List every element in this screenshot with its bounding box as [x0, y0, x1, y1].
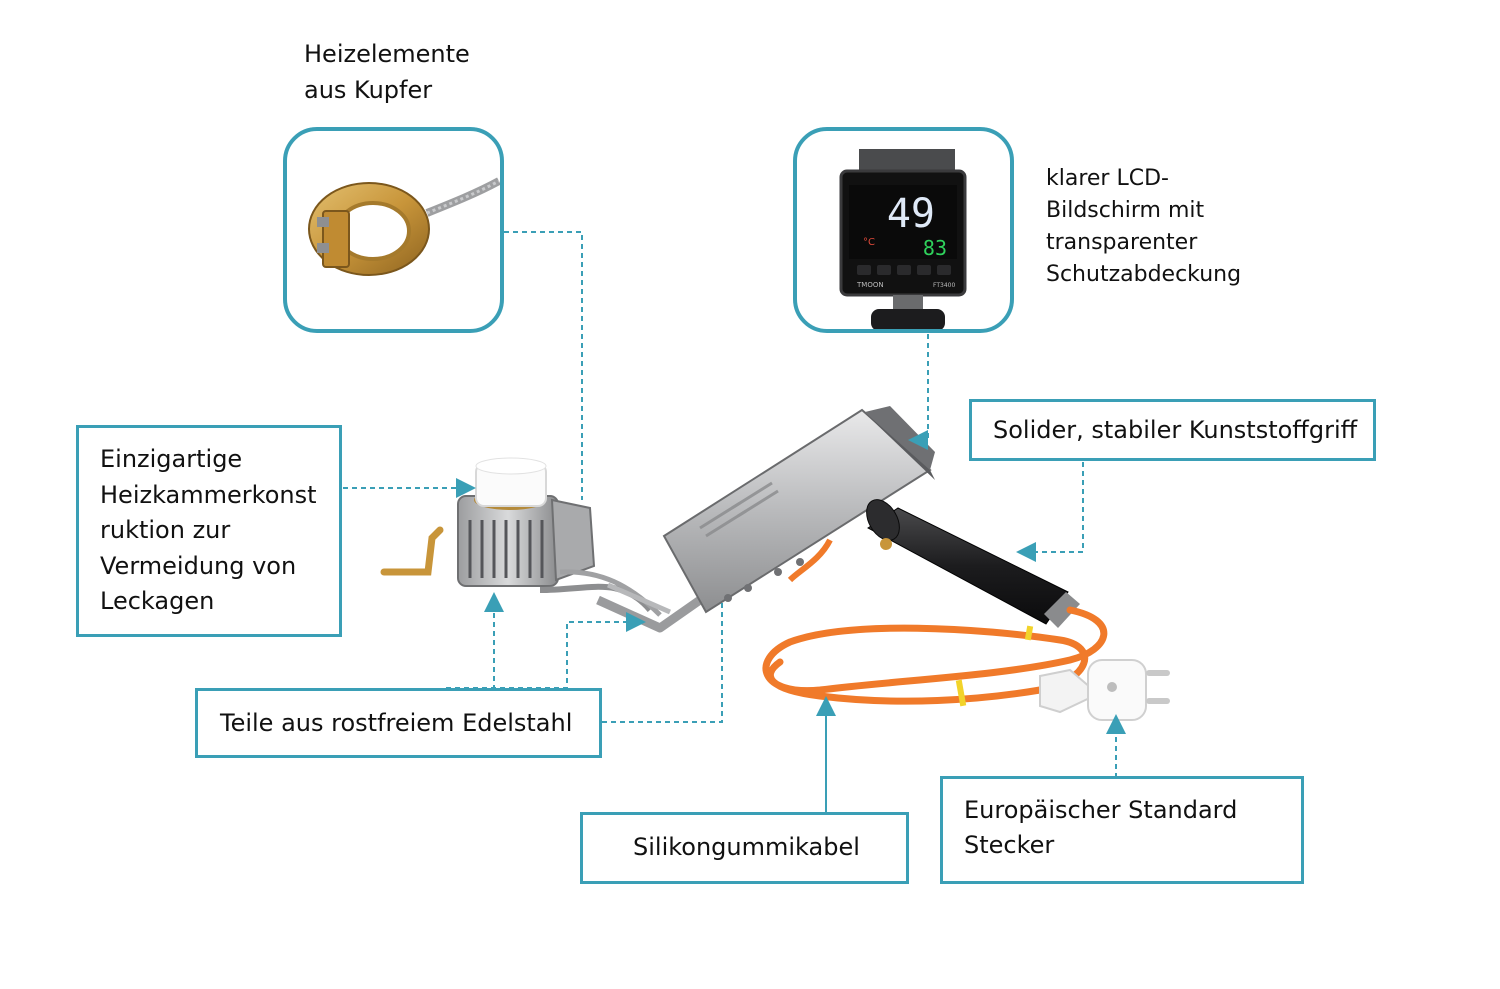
cable-label: Silikongummikabel: [633, 833, 860, 861]
connector-lcd: [908, 334, 929, 450]
grip-label: Solider, stabiler Kunststoffgriff: [993, 416, 1358, 444]
grip-box: Solider, stabiler Kunststoffgriff: [969, 399, 1376, 461]
controller-body: [662, 406, 935, 614]
display-brand: TMOON: [856, 281, 884, 289]
connector-stainless-frame: [446, 612, 646, 689]
chamber-label: Einzigartige Heizkammerkonst ruktion zur…: [100, 445, 317, 615]
connector-grip: [1016, 462, 1084, 562]
heating-elements-label: Heizelemente aus Kupfer: [304, 40, 470, 104]
heating-chamber: [380, 457, 662, 617]
plug-label: Europäischer Standard Stecker: [964, 796, 1238, 859]
chamber-box: Einzigartige Heizkammerkonst ruktion zur…: [76, 425, 342, 637]
plastic-grip: [787, 499, 1080, 628]
lcd-display-photo: 49 83 °C TMOON FT3400: [793, 127, 1014, 333]
stainless-label: Teile aus rostfreiem Edelstahl: [220, 709, 573, 737]
stainless-box: Teile aus rostfreiem Edelstahl: [195, 688, 602, 758]
display-value-sub: 83: [923, 236, 947, 260]
lcd-label: klarer LCD- Bildschirm mit transparenter…: [1046, 166, 1242, 287]
cable-box: Silikongummikabel: [580, 812, 909, 884]
connector-stainless-body: [602, 600, 723, 723]
plug-box: Europäischer Standard Stecker: [940, 776, 1304, 884]
display-value-main: 49: [887, 191, 935, 237]
svg-text:°C: °C: [863, 237, 875, 248]
display-model: FT3400: [933, 282, 955, 289]
euro-plug: [1039, 659, 1170, 721]
steel-frame: [596, 582, 703, 633]
connector-heating-elements: [504, 231, 583, 500]
heating-element-photo: [283, 127, 504, 333]
